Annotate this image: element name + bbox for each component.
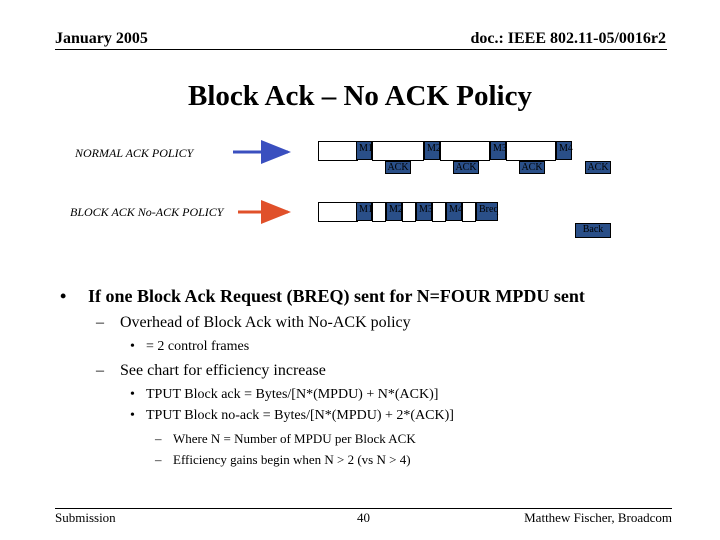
normal-gap-3 xyxy=(506,141,556,161)
footer-page-number: 40 xyxy=(357,510,370,525)
bullet-sub1-item: = 2 control frames xyxy=(146,339,250,354)
normal-ack-1: ACK xyxy=(385,161,411,174)
bullet-sub2: See chart for efficiency increase xyxy=(120,362,326,379)
bullet-dot: • xyxy=(130,339,135,354)
noack-mpdu-m3: M3 xyxy=(416,202,433,221)
bullet-sub2-item-2: TPUT Block no-ack = Bytes/[N*(MPDU) + 2*… xyxy=(146,408,454,423)
footer-rule xyxy=(55,508,672,509)
noack-breq: Breq xyxy=(476,202,498,221)
noack-mpdu-m4: M4 xyxy=(446,202,463,221)
noack-gap-1 xyxy=(372,202,386,222)
slide-title: Block Ack – No ACK Policy xyxy=(188,80,532,112)
bullet-dot: • xyxy=(130,408,135,423)
noack-back: Back xyxy=(575,223,611,238)
bullet-sub3-item-2: Efficiency gains begin when N > 2 (vs N … xyxy=(173,452,411,467)
bullet-dot: • xyxy=(60,286,67,306)
noack-mpdu-m2: M2 xyxy=(386,202,403,221)
bullet-sub3-item-1: Where N = Number of MPDU per Block ACK xyxy=(173,431,416,446)
bullet-main: If one Block Ack Request (BREQ) sent for… xyxy=(88,286,585,306)
noack-mpdu-m1: M1 xyxy=(356,202,373,221)
normal-ack-2: ACK xyxy=(453,161,479,174)
normal-timeline-start xyxy=(318,141,358,161)
normal-mpdu-m1: M1 xyxy=(356,141,373,160)
noack-timeline-start xyxy=(318,202,358,222)
normal-mpdu-m3: M3 xyxy=(490,141,507,160)
header-rule xyxy=(55,49,667,50)
dash-marker: – xyxy=(96,314,104,331)
dash-marker: – xyxy=(96,362,104,379)
dash-marker: – xyxy=(155,431,162,446)
normal-policy-label: NORMAL ACK POLICY xyxy=(75,146,194,160)
dash-marker: – xyxy=(155,452,162,467)
noack-gap-3 xyxy=(432,202,446,222)
noack-gap-2 xyxy=(402,202,416,222)
normal-ack-4: ACK xyxy=(585,161,611,174)
footer-author: Matthew Fischer, Broadcom xyxy=(524,510,672,525)
normal-mpdu-m4: M4 xyxy=(556,141,573,160)
normal-gap-2 xyxy=(440,141,490,161)
header-doc-id: doc.: IEEE 802.11-05/0016r2 xyxy=(470,30,666,47)
header-date: January 2005 xyxy=(55,30,148,47)
noack-policy-label: BLOCK ACK No-ACK POLICY xyxy=(70,205,224,219)
noack-gap-4 xyxy=(462,202,476,222)
normal-mpdu-m2: M2 xyxy=(424,141,441,160)
bullet-sub2-item-1: TPUT Block ack = Bytes/[N*(MPDU) + N*(AC… xyxy=(146,387,439,402)
bullet-dot: • xyxy=(130,387,135,402)
normal-gap-1 xyxy=(372,141,424,161)
footer-submission: Submission xyxy=(55,510,116,525)
bullet-sub1: Overhead of Block Ack with No-ACK policy xyxy=(120,314,411,331)
normal-ack-3: ACK xyxy=(519,161,545,174)
